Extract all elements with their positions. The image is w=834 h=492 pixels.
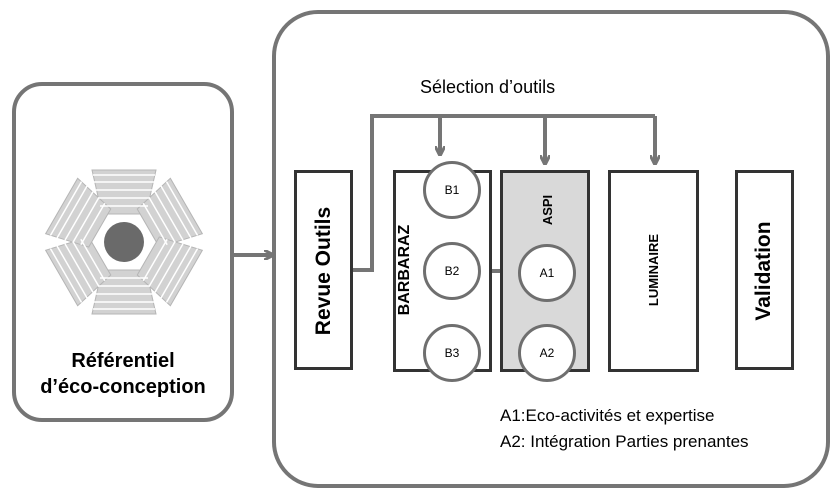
node-b2: B2	[423, 242, 481, 300]
referentiel-title: Référentiel d’éco-conception	[16, 348, 230, 400]
node-b3: B3	[423, 324, 481, 382]
node-a1: A1	[518, 244, 576, 302]
node-b1: B1	[423, 161, 481, 219]
stage-validation	[735, 170, 794, 370]
referentiel-title-line2: d’éco-conception	[40, 376, 206, 398]
legend-a1: A1:Eco-activités et expertise	[500, 406, 715, 425]
legend: A1:Eco-activités et expertise A2: Intégr…	[500, 403, 830, 455]
stage-aspi-label: ASPI	[540, 194, 555, 226]
stage-revue-outils	[294, 170, 353, 370]
stage-luminaire-label: LUMINAIRE	[646, 233, 661, 307]
node-a2: A2	[518, 324, 576, 382]
stage-luminaire	[608, 170, 699, 372]
process-panel	[272, 10, 830, 488]
selection-loop-line	[353, 114, 655, 272]
referentiel-panel: Référentiel d’éco-conception	[12, 82, 234, 422]
referentiel-title-line1: Référentiel	[71, 350, 175, 372]
stage-barbaraz-label: BARBARAZ	[396, 224, 413, 316]
stage-revue-outils-label: Revue Outils	[312, 206, 335, 336]
selection-label: Sélection d’outils	[420, 77, 556, 97]
stage-validation-label: Validation	[752, 221, 775, 321]
eco-design-logo	[44, 169, 204, 315]
legend-a2: A2: Intégration Parties prenantes	[500, 432, 749, 451]
